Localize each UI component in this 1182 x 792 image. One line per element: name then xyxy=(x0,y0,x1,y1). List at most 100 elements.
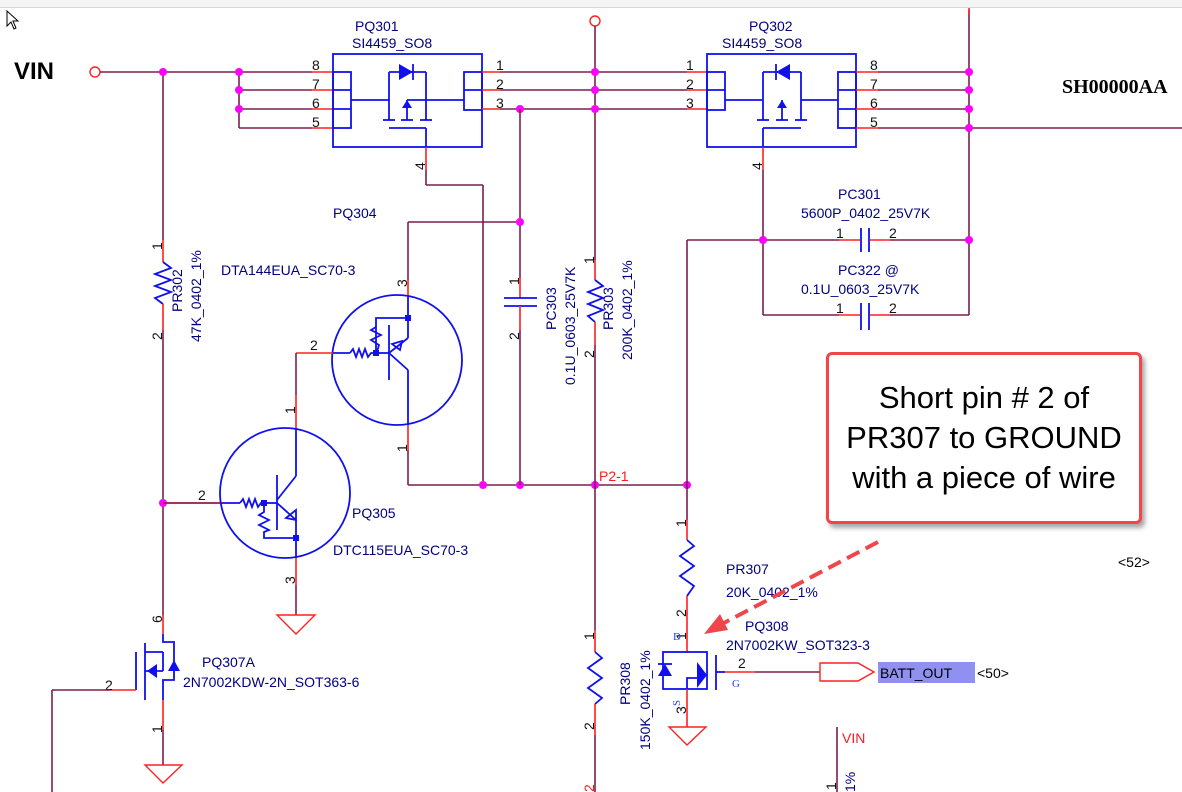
pin-number: 1 xyxy=(836,225,844,241)
pr302-ref: PR302 xyxy=(169,269,185,312)
pin-label-gate: G xyxy=(732,678,740,690)
ground-icon xyxy=(667,726,708,746)
net-label-p2-1: P2-1 xyxy=(599,468,629,484)
junction xyxy=(159,68,167,76)
pin-number: 2 xyxy=(889,300,897,316)
pin-number: 3 xyxy=(496,95,504,111)
ground-icon xyxy=(143,764,184,784)
resistor-pr303[interactable]: 1 2 PR303 200K_0402_1% xyxy=(581,256,635,360)
pin-number: 6 xyxy=(149,615,165,623)
pr303-ref: PR303 xyxy=(600,287,616,330)
pin-number: 1 xyxy=(673,632,689,640)
sheet-ref-50: <50> xyxy=(977,665,1009,681)
pq308-part: 2N7002KW_SOT323-3 xyxy=(726,637,870,653)
pin-label-source: S xyxy=(671,700,683,706)
transistor-pq305[interactable]: 1 2 3 PQ305 DTC115EUA_SC70-3 xyxy=(163,395,468,585)
pin-number: 2 xyxy=(581,784,597,792)
pq308-ref: PQ308 xyxy=(745,618,789,634)
pr307-ref: PR307 xyxy=(726,561,769,577)
pc303-ref: PC303 xyxy=(543,287,559,330)
pin-number: 6 xyxy=(312,95,320,111)
net-label-vin: VIN xyxy=(14,58,54,85)
pq301-part: SI4459_SO8 xyxy=(352,35,432,51)
pin-number: 5 xyxy=(312,114,320,130)
junction xyxy=(479,481,487,489)
annotation-callout: Short pin # 2 of PR307 to GROUND with a … xyxy=(826,352,1142,524)
mouse-cursor-icon xyxy=(6,10,20,30)
pin-number: 2 xyxy=(889,225,897,241)
mosfet-pq301[interactable]: PQ301 SI4459_SO8 8 7 6 5 1 2 3 xyxy=(312,18,504,170)
annotation-arrow xyxy=(704,540,879,634)
pc303-value: 0.1U_0603_25V7K xyxy=(562,266,578,385)
pin-number: 1 xyxy=(836,300,844,316)
junction xyxy=(591,68,599,76)
capacitor-pc322[interactable]: PC322 @ 0.1U_0603_25V7K 1 2 xyxy=(763,262,969,330)
junction xyxy=(965,124,973,132)
test-point-icon[interactable] xyxy=(589,15,601,27)
annotation-text: Short pin # 2 of PR307 to GROUND with a … xyxy=(846,380,1122,495)
pin-number: 7 xyxy=(312,76,320,92)
pq305-ref: PQ305 xyxy=(352,505,396,521)
pc322-ref: PC322 @ xyxy=(838,262,899,278)
junction xyxy=(965,86,973,94)
pin-number: 2 xyxy=(149,332,165,340)
vin-port-icon[interactable] xyxy=(89,66,101,78)
sheet-ref-52: <52> xyxy=(1118,554,1150,570)
toolbar xyxy=(0,0,1182,8)
pin-number: 2 xyxy=(581,350,597,358)
pin-number: 1 xyxy=(823,782,839,790)
mosfet-pq302[interactable]: PQ302 SI4459_SO8 1 2 3 8 7 6 5 xyxy=(686,18,878,170)
pin-number: 1 xyxy=(149,725,165,733)
pr307-value: 20K_0402_1% xyxy=(726,584,818,600)
junction xyxy=(235,86,243,94)
capacitor-pc301[interactable]: PC301 5600P_0402_25V7K 1 2 xyxy=(687,186,969,252)
pin-number: 8 xyxy=(870,57,878,73)
pin-number: 1 xyxy=(496,57,504,73)
pq301-ref: PQ301 xyxy=(355,18,399,34)
junction xyxy=(965,236,973,244)
pq307a-part: 2N7002KDW-2N_SOT363-6 xyxy=(183,674,360,690)
capacitor-pc303[interactable]: 1 2 PC303 0.1U_0603_25V7K xyxy=(504,266,578,385)
pin-number: 2 xyxy=(738,655,746,671)
pin-number: 2 xyxy=(105,677,113,693)
pc301-ref: PC301 xyxy=(838,186,881,202)
pq304-part: DTA144EUA_SC70-3 xyxy=(221,262,356,278)
pc301-value: 5600P_0402_25V7K xyxy=(801,205,931,221)
partial-value: 1% xyxy=(842,772,858,792)
junction xyxy=(591,105,599,113)
pin-number: 3 xyxy=(673,706,689,714)
pr308-value: 150K_0402_1% xyxy=(637,650,653,750)
pin-number: 8 xyxy=(312,57,320,73)
pin-number: 2 xyxy=(310,337,318,353)
pin-number: 2 xyxy=(198,487,206,503)
pin-number: 1 xyxy=(149,242,165,250)
resistor-pr307[interactable]: 1 2 PR307 20K_0402_1% xyxy=(673,519,818,652)
resistor-pr308[interactable]: 1 2 PR308 150K_0402_1% xyxy=(581,630,653,750)
pr303-value: 200K_0402_1% xyxy=(619,260,635,360)
resistor-pr302[interactable]: 1 2 PR302 47K_0402_1% xyxy=(149,240,204,342)
pin-number: 5 xyxy=(870,114,878,130)
junction xyxy=(759,236,767,244)
pq302-part: SI4459_SO8 xyxy=(722,35,802,51)
pin-number: 1 xyxy=(686,57,694,73)
pin-number: 2 xyxy=(581,722,597,730)
transistor-pq304[interactable]: PQ304 DTA144EUA_SC70-3 3 2 1 xyxy=(221,205,463,452)
pq304-ref: PQ304 xyxy=(333,205,377,221)
pq305-part: DTC115EUA_SC70-3 xyxy=(333,542,468,558)
mosfet-pq308[interactable]: 1 D 2 G 3 S PQ308 2N7002KW_SOT323-3 xyxy=(658,618,870,727)
junction xyxy=(235,68,243,76)
junction xyxy=(965,68,973,76)
mosfet-pq307a[interactable]: 6 2 1 PQ307A 2N7002KDW-2N_SOT363-6 xyxy=(105,615,360,733)
pq307a-ref: PQ307A xyxy=(202,654,256,670)
pin-number: 1 xyxy=(506,277,522,285)
pin-number: 4 xyxy=(412,162,428,170)
pin-number: 2 xyxy=(673,609,689,617)
junction xyxy=(235,105,243,113)
batt-out-highlight xyxy=(878,662,975,683)
net-label-batt-out[interactable]: BATT_OUT xyxy=(880,665,953,681)
pin-number: 2 xyxy=(496,76,504,92)
pin-number: 3 xyxy=(282,576,298,584)
output-port-icon[interactable] xyxy=(819,662,876,682)
pr302-value: 47K_0402_1% xyxy=(188,250,204,342)
